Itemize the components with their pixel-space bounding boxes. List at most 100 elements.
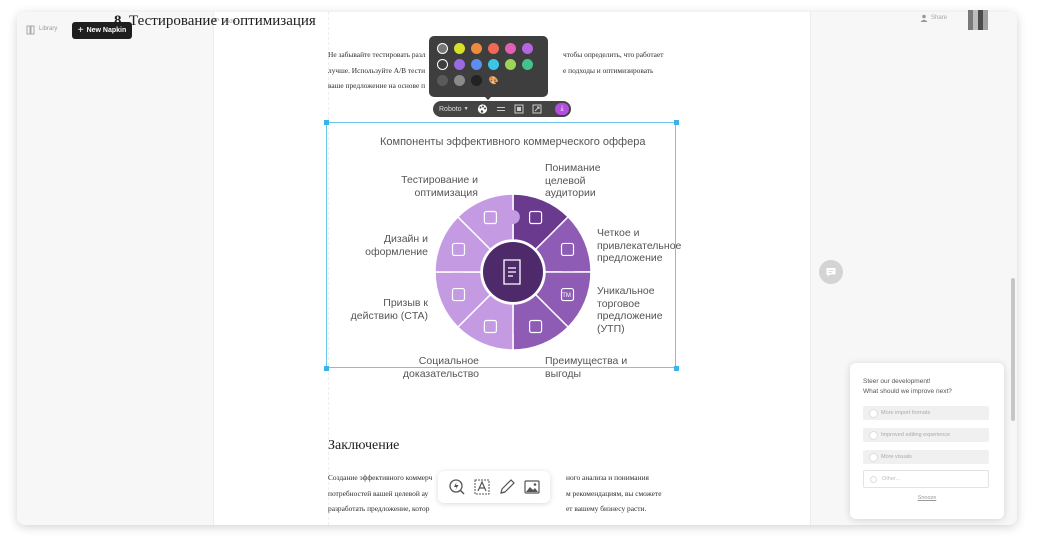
frame-icon[interactable] [514,103,524,115]
chevron-down-icon: ▼ [463,106,469,112]
feedback-option-editing[interactable]: Improved editing experience [863,428,989,442]
font-dropdown-label: Roboto [439,105,462,113]
feedback-title: Steer our development! What should we im… [863,378,952,395]
resize-handle-bottom-left[interactable] [324,366,329,371]
segment-icon [560,242,575,257]
text-box-icon[interactable] [473,478,491,496]
usp-badge: TM [562,293,571,299]
color-swatch[interactable] [522,59,533,70]
radio-icon [870,476,877,483]
paragraph-testing-right[interactable]: чтобы определить, что работает е подходы… [563,47,703,78]
segment-icon [483,210,498,225]
custom-color-icon[interactable]: 🎨 [488,76,499,85]
feedback-option-visuals[interactable]: More visuals [863,450,989,464]
undo-button[interactable]: ↶ Undo [212,17,236,26]
paragraph-line: Не забывайте тестировать разл [328,50,426,59]
library-icon[interactable] [26,25,36,35]
color-swatch[interactable] [505,59,516,70]
comment-icon [826,268,836,277]
segment-testing[interactable] [456,193,514,251]
puzzle-knob [505,210,520,225]
paragraph-line: ваше предложение на основе п [328,81,426,90]
palette-pointer [483,95,493,100]
segment-icon [528,210,543,225]
paragraph-line: е подходы и оптимизировать [563,65,654,75]
segment-icon [560,287,575,302]
resize-handle-bottom-right[interactable] [674,366,679,371]
line-style-icon[interactable] [496,103,506,115]
new-napkin-label: New Napkin [86,27,127,34]
color-swatch[interactable] [522,43,533,54]
color-swatch[interactable] [454,43,465,54]
image-icon[interactable] [523,478,541,496]
section-heading[interactable]: 8. Тестирование и оптимизация [114,13,316,30]
scrollbar[interactable] [1011,278,1015,421]
color-swatch[interactable] [505,43,516,54]
feedback-option-import[interactable]: More import formats [863,406,989,420]
segment-icon [451,287,466,302]
segment-icon [528,319,543,334]
feedback-widget: Steer our development! What should we im… [850,363,1004,519]
color-swatch[interactable] [471,75,482,86]
paragraph-testing[interactable]: Не забывайте тестировать разл лучше. Исп… [328,47,448,94]
color-swatch[interactable] [454,75,465,86]
selection-box[interactable] [326,122,676,368]
download-icon[interactable]: ⤓ [555,103,569,115]
feedback-other-input[interactable]: Other... [863,470,989,488]
palette-icon[interactable] [477,103,488,115]
color-swatch[interactable] [437,75,448,86]
resize-handle-top-right[interactable] [674,120,679,125]
document-check-icon [503,259,521,285]
format-toolbar: Roboto ▼ ⤓ [433,101,571,117]
paragraph-line: ного анализа и понимания [566,473,649,482]
paragraph-line: потребностей вашей целевой ау [328,488,429,498]
segment-icon [483,319,498,334]
avatar[interactable] [968,10,988,30]
undo-label: Undo [221,18,236,25]
user-icon [920,14,928,22]
paragraph-conclusion-right[interactable]: ного анализа и понимания м рекомендациям… [566,470,696,517]
resize-handle-top-left[interactable] [324,120,329,125]
color-swatch[interactable] [488,59,499,70]
puzzle-wheel-diagram[interactable]: TM [345,134,695,380]
visual-title: Компоненты эффективного коммерческого оф… [380,136,646,148]
share-button[interactable]: Share [920,14,947,22]
paragraph-line: чтобы определить, что работает [563,50,664,59]
font-dropdown[interactable]: Roboto ▼ [439,103,469,115]
color-palette-popup: 🎨 [429,36,548,97]
color-swatch[interactable] [437,43,448,54]
color-swatch[interactable] [471,59,482,70]
paragraph-conclusion[interactable]: Создание эффективного коммерч потребност… [328,470,453,517]
plus-icon: + [77,24,84,36]
comment-button[interactable] [819,260,843,284]
section-heading-number: 8. [114,13,126,29]
left-panel: Library + New Napkin [17,12,214,525]
snooze-link[interactable]: Snooze [917,495,937,501]
share-label: Share [931,15,948,21]
feedback-other-placeholder: Other... [882,476,901,482]
color-swatch[interactable] [471,43,482,54]
new-napkin-button[interactable]: + New Napkin [72,22,132,39]
undo-icon: ↶ [212,16,220,26]
insert-toolbar [438,471,550,503]
library-link[interactable]: Library [39,26,58,32]
segment-icon [451,242,466,257]
pen-icon[interactable] [498,478,516,496]
paragraph-line: м рекомендациям, вы сможете [566,488,662,498]
paragraph-line: лучше. Используйте A/B тести [328,65,426,75]
conclusion-heading[interactable]: Заключение [328,438,400,453]
color-swatch[interactable] [488,43,499,54]
expand-icon[interactable] [532,103,542,115]
generate-visual-icon[interactable] [448,478,466,496]
section-heading-text: Тестирование и оптимизация [129,13,316,29]
color-swatch[interactable] [437,59,448,70]
color-swatch[interactable] [454,59,465,70]
paragraph-line: разработать предложение, котор [328,504,430,513]
